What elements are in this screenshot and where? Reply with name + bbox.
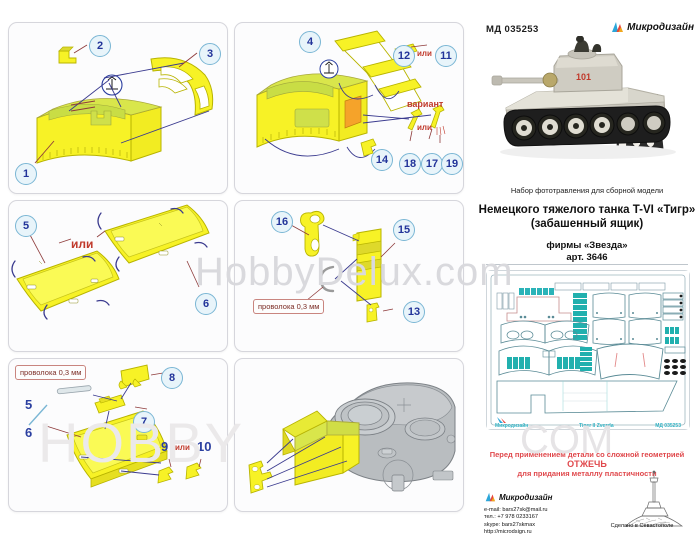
callout-10: 10 [197,439,212,454]
callout-5-panel5: 5 [25,397,33,412]
or-label-panel5: или [175,443,190,452]
panel-3-diagram [11,204,210,320]
catalog-number: МД 035253 [486,24,539,35]
photoetch-fret: Микродизайн Tiger II Zvezda МД 035253 [486,270,690,430]
brand-logo-footer: Микродизайн [484,491,552,503]
or-label-panel3: или [71,237,94,251]
callout-14: 14 [371,149,393,171]
callout-17: 17 [421,153,443,175]
warning-line-1: Перед применением детали со сложной геом… [489,450,685,459]
brand-name-header: Микродизайн [627,21,694,33]
product-title-line1: Немецкого тяжелого танка T-VI «Тигр» [478,204,696,216]
callout-1: 1 [15,163,37,185]
or-label-panel2-a: или [417,49,432,58]
or-label-panel2-b: или [417,123,432,132]
warning-line-2: ОТЖЕЧЬ [567,458,607,469]
panel-4-diagram [290,210,396,323]
fret-footer-right: МД 035253 [655,423,681,429]
callout-19: 19 [441,153,463,175]
panel-2-diagram [256,30,446,158]
product-firm-line2: арт. 3646 [566,252,608,263]
panel-step-1: 1 2 3 [8,22,228,194]
panel-6-diagram [248,382,456,494]
callout-15: 15 [393,219,415,241]
wire-tag-panel4: проволока 0,3 мм [253,299,325,314]
microdesign-logo-icon [612,22,624,32]
callout-7: 7 [133,411,155,433]
panel-step-5: проволока 0,3 мм 5 6 7 8 9 или 10 [8,358,228,512]
product-info-column: МД 035253 Микродизайн [478,18,696,536]
product-firm: фирмы «Звезда» арт. 3646 [478,240,696,264]
wire-tag-panel5: проволока 0,3 мм [15,365,87,380]
panel-step-2: 4 12 или 11 вариант или 14 18 17 19 [234,22,464,194]
brand-logo-header: Микродизайн [610,20,694,34]
callout-6: 6 [195,293,217,315]
svg-text:101: 101 [576,72,591,82]
annealing-warning: Перед применением детали со сложной геом… [478,450,696,479]
callout-16: 16 [271,211,293,233]
panel-5-diagram [28,364,202,488]
panel-1-diagram [34,44,214,164]
monument-illustration [625,470,684,527]
sevastopol-monument-icon [616,470,686,528]
callout-5: 5 [15,215,37,237]
callout-13: 13 [403,301,425,323]
product-firm-line1: фирмы «Звезда» [546,240,628,251]
panel-step-6 [234,358,464,512]
made-in-label: Сделано в Севастополе [610,523,674,529]
tank-photo-illustration: 101 [488,35,688,176]
callout-4: 4 [299,31,321,53]
panel-step-3: 5 6 или [8,200,228,352]
tank-photo: 101 [488,35,688,176]
warning-line-3: для придания металлу пластичности [517,469,657,478]
callout-6-panel5: 6 [25,425,33,440]
fret-diagram [487,271,689,429]
callout-9: 9 [161,439,169,454]
callout-11: 11 [435,45,457,67]
instruction-panels: 1 2 3 [8,22,470,522]
product-subtitle: Набор фототравления для сборной модели [510,186,664,195]
microdesign-logo-footer-icon [485,492,496,502]
callout-18: 18 [399,153,421,175]
product-title-line2: (забашенный ящик) [530,218,644,230]
brand-name-footer: Микродизайн [499,492,553,502]
callout-3: 3 [199,43,221,65]
variant-label: вариант [407,99,444,109]
fret-footer-center: Tiger II Zvezda [579,423,614,429]
panel-step-4: 16 15 13 проволока 0,3 мм [234,200,464,352]
product-title: Немецкого тяжелого танка T-VI «Тигр» (за… [478,203,696,231]
callout-2: 2 [89,35,111,57]
fret-footer-logo [497,417,506,423]
callout-8: 8 [161,367,183,389]
contact-details: e-mail: bars27sk@mail.ru тел.: +7 978 02… [484,507,548,536]
fret-footer-left: Микродизайн [495,423,529,429]
callout-12: 12 [393,45,415,67]
section-divider [486,264,688,265]
